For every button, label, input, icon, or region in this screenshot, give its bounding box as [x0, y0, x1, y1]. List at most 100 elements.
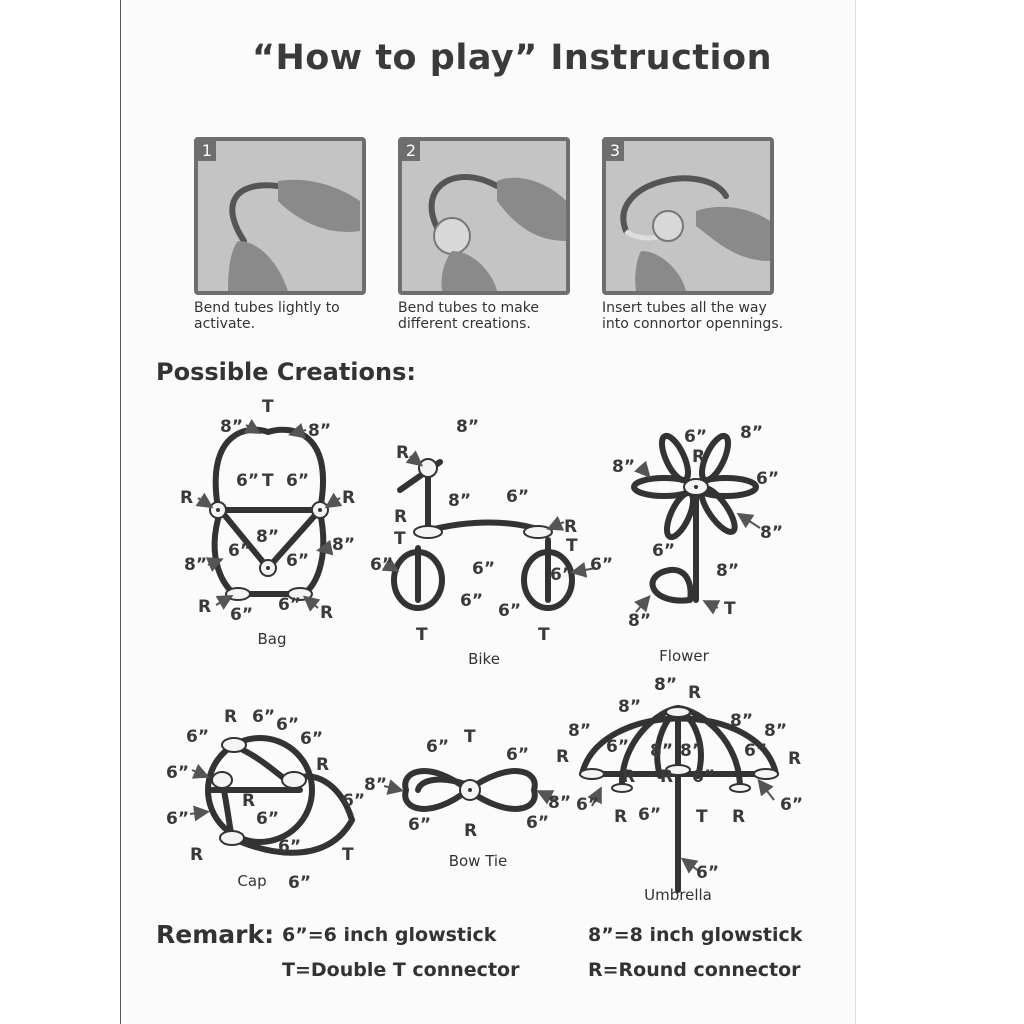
label-6in: 6” — [252, 707, 275, 727]
label-6in: 6” — [166, 763, 189, 783]
label-t: T — [262, 471, 274, 491]
label-6in: 6” — [756, 469, 779, 489]
step-2-photo: 2 — [398, 137, 570, 295]
label-r: R — [564, 517, 577, 537]
step-1-illustration — [198, 141, 362, 291]
label-t: T — [464, 727, 476, 747]
remark-heading: Remark: — [156, 920, 275, 949]
label-8in: 8” — [680, 741, 703, 761]
label-r: R — [180, 488, 193, 508]
label-t: T — [538, 625, 550, 645]
label-8in: 8” — [256, 527, 279, 547]
label-6in: 6” — [408, 815, 431, 835]
label-6in: 6” — [286, 471, 309, 491]
label-6in: 6” — [506, 487, 529, 507]
label-8in: 8” — [654, 675, 677, 695]
remark-r-connector: R=Round connector — [588, 959, 801, 981]
remark-six-inch: 6”=6 inch glowstick — [282, 924, 497, 946]
label-8in: 8” — [740, 423, 763, 443]
label-6in: 6” — [342, 791, 365, 811]
step-number: 1 — [198, 141, 216, 161]
round-connectors — [209, 458, 779, 846]
label-r: R — [242, 791, 255, 811]
remark-eight-inch: 8”=8 inch glowstick — [588, 924, 803, 946]
label-6in: 6” — [186, 727, 209, 747]
creation-name-bike: Bike — [468, 650, 500, 668]
creation-name-bow-tie: Bow Tie — [448, 852, 508, 870]
step-3-caption: Insert tubes all the way into connortor … — [602, 300, 784, 332]
step-2-illustration — [402, 141, 566, 291]
label-8in: 8” — [650, 741, 673, 761]
label-6in: 6” — [256, 809, 279, 829]
step-number: 2 — [402, 141, 420, 161]
label-6in: 6” — [166, 809, 189, 829]
label-8in: 8” — [332, 535, 355, 555]
creations-diagram: 8” T 8” 6” T 6” R R 8” 6” 6” 8” 8” R 6” … — [166, 397, 803, 893]
label-6in: 6” — [498, 601, 521, 621]
label-8in: 8” — [448, 491, 471, 511]
label-8in: 8” — [764, 721, 787, 741]
label-r: R — [342, 488, 355, 508]
label-6in: 6” — [460, 591, 483, 611]
label-8in: 8” — [548, 793, 571, 813]
label-6in: 6” — [780, 795, 803, 815]
label-6in: 6” — [278, 595, 301, 615]
label-r: R — [320, 603, 333, 623]
label-8in: 8” — [716, 561, 739, 581]
label-6in: 6” — [590, 555, 613, 575]
label-6in: 6” — [278, 837, 301, 857]
label-r: R — [692, 447, 705, 467]
step-1-caption: Bend tubes lightly to activate. — [194, 300, 340, 332]
label-8in: 8” — [618, 697, 641, 717]
label-8in: 8” — [308, 421, 331, 441]
label-8in: 8” — [220, 417, 243, 437]
label-r: R — [614, 807, 627, 827]
label-8in: 8” — [760, 523, 783, 543]
label-8in: 8” — [568, 721, 591, 741]
callout-arrows — [189, 419, 775, 874]
label-r: R — [732, 807, 745, 827]
label-t: T — [696, 807, 708, 827]
label-r: R — [660, 767, 673, 787]
label-r: R — [556, 747, 569, 767]
tube-labels: 8” T 8” 6” T 6” R R 8” 6” 6” 8” 8” R 6” … — [166, 397, 803, 893]
label-6in: 6” — [426, 737, 449, 757]
label-r: R — [224, 707, 237, 727]
step-number: 3 — [606, 141, 624, 161]
label-6in: 6” — [288, 873, 311, 893]
label-8in: 8” — [730, 711, 753, 731]
label-8in: 8” — [456, 417, 479, 437]
label-6in: 6” — [276, 715, 299, 735]
label-6in: 6” — [472, 559, 495, 579]
label-r: R — [316, 755, 329, 775]
step-1-photo: 1 — [194, 137, 366, 295]
label-6in: 6” — [692, 767, 715, 787]
connector-dots — [216, 485, 698, 792]
label-t: T — [262, 397, 274, 417]
label-6in: 6” — [370, 555, 393, 575]
label-r: R — [394, 507, 407, 527]
label-6in: 6” — [652, 541, 675, 561]
label-8in: 8” — [184, 555, 207, 575]
step-3-photo: 3 — [602, 137, 774, 295]
label-8in: 8” — [628, 611, 651, 631]
label-t: T — [416, 625, 428, 645]
label-t: T — [566, 536, 578, 556]
label-6in: 6” — [696, 863, 719, 883]
label-6in: 6” — [606, 737, 629, 757]
creation-name-flower: Flower — [659, 647, 709, 665]
label-6in: 6” — [638, 805, 661, 825]
label-6in: 6” — [576, 795, 599, 815]
label-6in: 6” — [506, 745, 529, 765]
label-r: R — [788, 749, 801, 769]
label-6in: 6” — [236, 471, 259, 491]
label-r: R — [396, 443, 409, 463]
label-8in: 8” — [612, 457, 635, 477]
label-6in: 6” — [550, 565, 573, 585]
remark-t-connector: T=Double T connector — [282, 959, 520, 981]
label-6in: 6” — [744, 741, 767, 761]
creations-heading: Possible Creations: — [156, 358, 416, 386]
creation-name-umbrella: Umbrella — [644, 886, 712, 904]
creation-name-bag: Bag — [257, 630, 287, 648]
creation-name-cap: Cap — [237, 872, 267, 890]
